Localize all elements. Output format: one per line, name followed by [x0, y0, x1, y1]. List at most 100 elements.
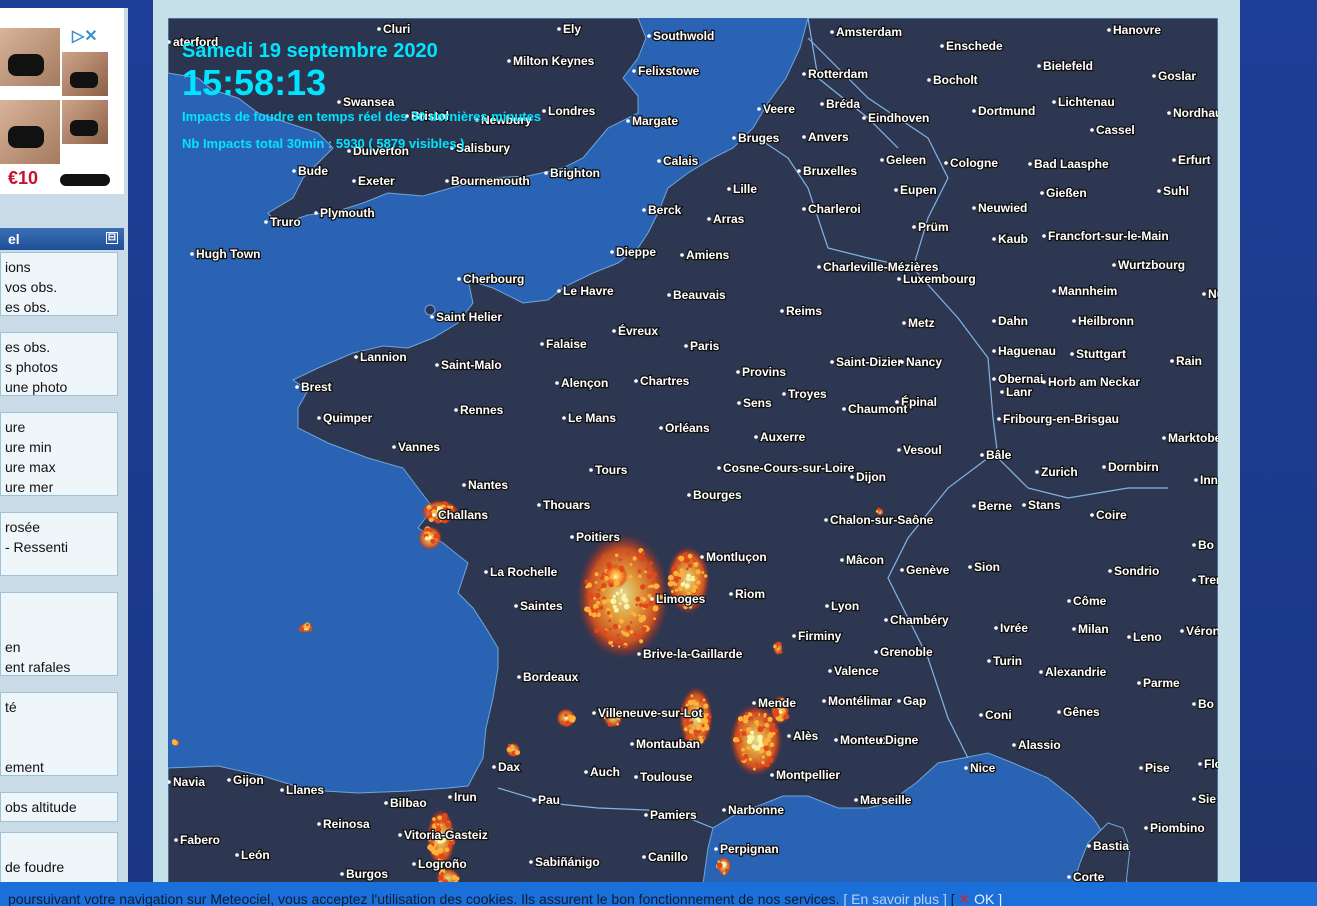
- menu-item[interactable]: en: [5, 639, 21, 655]
- city-dot: [964, 766, 968, 770]
- strike-point: [768, 757, 774, 763]
- menu-item[interactable]: rosée: [5, 519, 41, 535]
- strike-point: [637, 569, 642, 574]
- strike-point: [639, 639, 644, 644]
- city-dot: [979, 713, 983, 717]
- city-dot: [972, 109, 976, 113]
- strike-point: [298, 626, 304, 632]
- ad-thumbnail: [62, 100, 108, 144]
- menu-item[interactable]: ions: [5, 259, 31, 275]
- city-dot: [484, 570, 488, 574]
- strike-point: [781, 708, 786, 713]
- city-label: Kaub: [998, 232, 1028, 246]
- ad-choices-icon[interactable]: ▷✕: [72, 28, 98, 45]
- strike-point: [684, 583, 690, 589]
- city-dot: [462, 483, 466, 487]
- map-overlay: Samedi 19 septembre 2020 15:58:13 Impact…: [182, 40, 541, 151]
- cookie-ok-button[interactable]: OK ]: [974, 891, 1003, 906]
- cookie-more-link[interactable]: [ En savoir plus ]: [843, 891, 947, 906]
- city-label: Sion: [974, 560, 1000, 574]
- strike-point: [629, 575, 633, 579]
- strike-point: [761, 760, 765, 765]
- city-label: Truro: [270, 215, 301, 229]
- city-label: Trent: [1198, 573, 1218, 587]
- city-label: Vesoul: [903, 443, 942, 457]
- strike-point: [757, 726, 764, 733]
- menu-item[interactable]: s photos: [5, 359, 58, 375]
- strike-point: [716, 862, 723, 869]
- city-label: Nice: [970, 761, 996, 775]
- menu-item[interactable]: [5, 617, 113, 637]
- strike-point: [618, 565, 625, 572]
- menu-item[interactable]: té: [5, 699, 17, 715]
- city-label: Gießen: [1046, 186, 1087, 200]
- city-dot: [264, 220, 268, 224]
- menu-item[interactable]: es obs.: [5, 339, 51, 355]
- city-dot: [632, 69, 636, 73]
- city-dot: [1090, 128, 1094, 132]
- city-label: Flor: [1204, 757, 1218, 771]
- menu-item[interactable]: [5, 837, 113, 857]
- strike-point: [754, 762, 759, 767]
- strike-point: [746, 746, 751, 750]
- menu-item[interactable]: ure mer: [5, 479, 54, 495]
- strike-point: [428, 517, 434, 523]
- city-dot: [168, 40, 171, 44]
- city-dot: [292, 169, 296, 173]
- city-label: Londres: [548, 104, 596, 118]
- city-label: Marktobe: [1168, 431, 1218, 445]
- menu-item[interactable]: es obs.: [5, 299, 51, 315]
- strike-point: [739, 728, 743, 732]
- strike-point: [687, 553, 693, 559]
- strike-point: [646, 573, 652, 579]
- menu-item[interactable]: ure min: [5, 439, 52, 455]
- collapse-icon[interactable]: ⊟: [106, 232, 118, 244]
- strike-point: [765, 750, 772, 757]
- city-label: Rain: [1176, 354, 1202, 368]
- strike-point: [439, 876, 444, 881]
- strike-point: [586, 582, 592, 588]
- menu-item[interactable]: [5, 717, 113, 737]
- city-dot: [430, 315, 434, 319]
- menu-item[interactable]: ent rafales: [5, 659, 71, 675]
- menu-item[interactable]: vos obs.: [5, 279, 58, 295]
- advertisement[interactable]: ▷✕ €10: [0, 8, 124, 194]
- strike-point: [691, 588, 697, 594]
- menu-item[interactable]: obs altitude: [5, 799, 77, 815]
- strike-point: [435, 834, 439, 837]
- city-dot: [830, 30, 834, 34]
- strike-point: [440, 872, 445, 876]
- city-dot: [992, 237, 996, 241]
- menu-item[interactable]: [5, 737, 113, 757]
- strike-point: [595, 608, 598, 611]
- menu-item[interactable]: ure: [5, 419, 26, 435]
- strike-point: [612, 623, 619, 630]
- city-label: Horb am Neckar: [1048, 375, 1140, 389]
- strike-point: [435, 827, 442, 833]
- overlay-time: 15:58:13: [182, 62, 327, 103]
- city-label: Gijon: [233, 773, 264, 787]
- cookie-close-icon[interactable]: ✕: [958, 891, 971, 906]
- menu-item[interactable]: ure max: [5, 459, 56, 475]
- strike-point: [763, 718, 768, 723]
- city-dot: [862, 116, 866, 120]
- city-label: Bâle: [986, 448, 1012, 462]
- city-label: Thouars: [543, 498, 591, 512]
- menu-item[interactable]: [5, 597, 113, 617]
- ad-shop-button[interactable]: [60, 174, 110, 186]
- menu-item[interactable]: ement: [5, 759, 44, 775]
- city-label: Tours: [595, 463, 628, 477]
- city-dot: [352, 179, 356, 183]
- menu-item[interactable]: une photo: [5, 379, 68, 395]
- menu-item[interactable]: [5, 557, 113, 577]
- menu-item[interactable]: - Ressenti: [5, 539, 69, 555]
- city-label: Southwold: [653, 29, 714, 43]
- city-label: Burgos: [346, 867, 388, 881]
- city-label: Auch: [590, 765, 620, 779]
- city-dot: [1052, 100, 1056, 104]
- menu-item[interactable]: de foudre: [5, 859, 65, 875]
- city-dot: [637, 652, 641, 656]
- city-label: Montpellier: [776, 768, 840, 782]
- landmass-england: [168, 18, 647, 226]
